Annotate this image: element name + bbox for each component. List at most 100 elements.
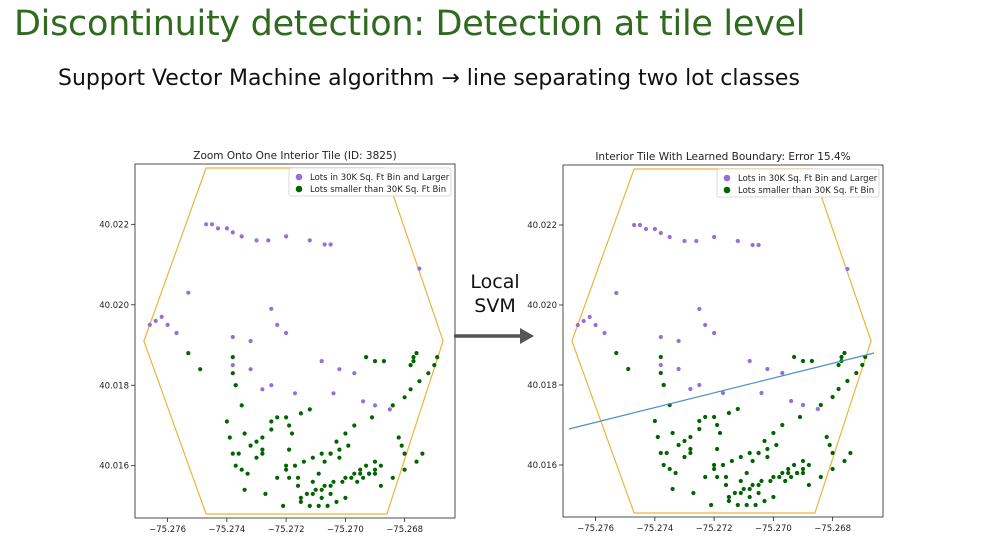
x-tick-label: −75.270: [327, 525, 364, 535]
small-lot-point: [715, 474, 720, 480]
large-lot-point: [750, 242, 755, 248]
large-lot-point: [587, 314, 592, 320]
large-lot-point: [759, 390, 764, 396]
small-lot-point: [319, 487, 324, 492]
small-lot-point: [664, 450, 669, 456]
small-lot-point: [367, 471, 372, 476]
legend-label: Lots in 30K Sq. Ft Bin and Larger: [310, 173, 450, 183]
left-scatter-plot: Zoom Onto One Interior Tile (ID: 3825)−7…: [99, 150, 456, 535]
small-lot-point: [287, 475, 292, 480]
small-lot-point: [792, 462, 797, 468]
y-tick-label: 40.022: [99, 220, 129, 230]
arrow-icon: [454, 328, 534, 344]
small-lot-point: [334, 499, 339, 504]
large-lot-point: [735, 238, 740, 244]
large-lot-point: [658, 230, 663, 236]
small-lot-point: [626, 366, 631, 372]
right-scatter-plot: Interior Tile With Learned Boundary: Err…: [527, 151, 884, 534]
large-lot-point: [652, 226, 657, 232]
small-lot-point: [715, 422, 720, 428]
x-tick-label: −75.270: [755, 524, 792, 534]
small-lot-point: [284, 415, 289, 420]
small-lot-point: [800, 470, 806, 476]
large-lot-point: [845, 266, 850, 272]
small-lot-point: [343, 475, 348, 480]
small-lot-point: [780, 422, 785, 428]
small-lot-point: [319, 451, 324, 456]
small-lot-point: [369, 415, 375, 420]
small-lot-point: [747, 450, 752, 456]
small-lot-point: [771, 474, 776, 480]
large-lot-point: [575, 322, 580, 328]
small-lot-point: [735, 406, 740, 412]
small-lot-point: [337, 447, 342, 452]
small-lot-point: [655, 434, 660, 440]
small-lot-point: [673, 470, 678, 476]
y-tick-label: 40.020: [527, 301, 557, 311]
small-lot-point: [396, 435, 401, 440]
small-lot-point: [839, 354, 844, 360]
small-lot-point: [723, 474, 729, 480]
large-lot-point: [275, 322, 280, 327]
small-lot-point: [316, 503, 321, 508]
small-lot-point: [667, 466, 672, 472]
small-lot-point: [682, 438, 687, 444]
large-lot-point: [658, 334, 663, 340]
small-lot-point: [289, 431, 295, 436]
small-lot-point: [355, 479, 360, 484]
small-lot-point: [263, 491, 268, 496]
large-lot-point: [747, 358, 752, 364]
large-lot-point: [319, 359, 324, 364]
large-lot-point: [694, 238, 699, 244]
y-tick-label: 40.020: [99, 301, 129, 311]
small-lot-point: [768, 478, 773, 484]
small-lot-point: [287, 447, 292, 452]
large-lot-point: [581, 318, 586, 324]
small-lot-point: [307, 407, 312, 412]
small-lot-point: [661, 462, 666, 468]
x-tick-label: −75.268: [814, 524, 851, 534]
large-lot-point: [361, 399, 366, 404]
small-lot-point: [408, 387, 413, 392]
large-lot-point: [331, 391, 336, 396]
small-lot-point: [260, 447, 265, 452]
large-lot-point: [165, 322, 170, 327]
small-lot-point: [827, 442, 832, 448]
small-lot-point: [411, 355, 416, 360]
small-lot-point: [747, 494, 752, 500]
small-lot-point: [334, 439, 339, 444]
large-lot-point: [720, 390, 726, 396]
small-lot-point: [797, 414, 803, 420]
small-lot-point: [292, 463, 298, 468]
small-lot-point: [408, 363, 413, 368]
small-lot-point: [842, 350, 847, 356]
small-lot-point: [378, 463, 383, 468]
large-lot-point: [328, 242, 333, 247]
arrow-label: Local SVM: [458, 270, 532, 318]
small-lot-point: [691, 490, 696, 496]
large-lot-point: [209, 222, 215, 227]
small-lot-point: [310, 479, 315, 484]
small-lot-point: [830, 450, 835, 456]
small-lot-point: [417, 379, 422, 384]
slide-title: Discontinuity detection: Detection at ti…: [14, 4, 806, 44]
small-lot-point: [313, 487, 318, 492]
large-lot-point: [248, 338, 253, 344]
small-lot-point: [322, 459, 327, 464]
small-lot-point: [325, 503, 330, 508]
large-lot-point: [765, 366, 770, 372]
small-lot-point: [328, 483, 333, 488]
small-lot-point: [848, 450, 853, 456]
large-lot-point: [688, 386, 693, 392]
small-lot-point: [322, 483, 327, 488]
small-lot-point: [720, 462, 726, 468]
small-lot-point: [726, 494, 731, 500]
arrow-label-line2: SVM: [474, 295, 516, 317]
small-lot-point: [732, 490, 737, 496]
small-lot-point: [340, 479, 345, 484]
small-lot-point: [281, 503, 286, 508]
x-tick-label: −75.276: [577, 524, 614, 534]
small-lot-point: [227, 435, 232, 440]
small-lot-point: [786, 466, 791, 472]
small-lot-point: [310, 491, 315, 496]
